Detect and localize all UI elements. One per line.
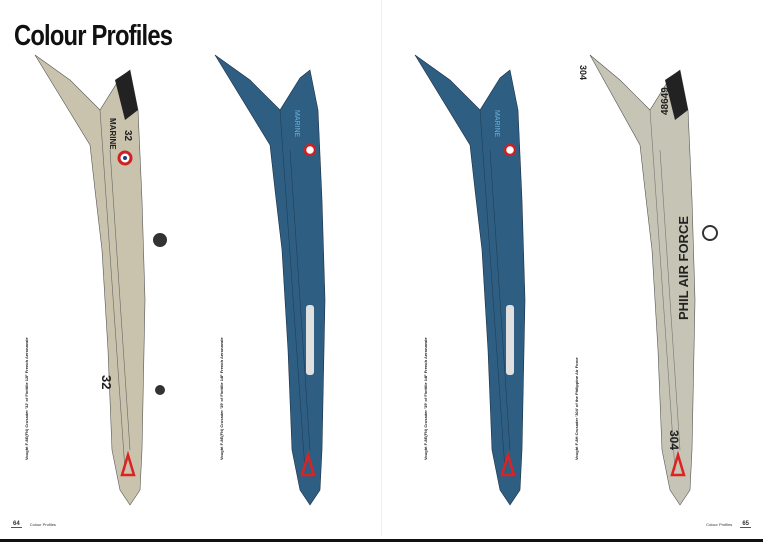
aircraft-profile-3: MARINE	[414, 54, 526, 506]
footer-label: Colour Profiles	[706, 522, 733, 527]
page-number: 65	[740, 521, 751, 528]
marking: 48649	[660, 87, 671, 115]
marking: 32	[122, 130, 133, 142]
marking: PHIL AIR FORCE	[676, 216, 691, 320]
page-fold	[381, 0, 382, 536]
page-title: Colour Profiles	[14, 20, 173, 52]
aircraft-profile-4: 304 48649 PHIL AIR FORCE 304	[578, 54, 718, 506]
marking: MARINE	[293, 110, 300, 138]
aircraft-profile-2: MARINE	[214, 54, 326, 506]
footer-right: Colour Profiles 65	[706, 521, 751, 528]
footer-label: Colour Profiles	[29, 522, 56, 527]
marking: 304	[578, 65, 588, 80]
marking: 32	[99, 375, 114, 389]
marking: MARINE	[108, 118, 117, 150]
bottom-rule	[0, 539, 763, 542]
profile-caption: Vought F-8E(FN) Crusader '32' of Flottil…	[24, 337, 29, 460]
footer-left: 64 Colour Profiles	[11, 521, 56, 528]
page-number: 64	[11, 521, 22, 528]
aircraft-profile-1: 32 MARINE 32	[34, 54, 167, 506]
marking: MARINE	[493, 110, 500, 138]
marking: 304	[667, 430, 681, 450]
